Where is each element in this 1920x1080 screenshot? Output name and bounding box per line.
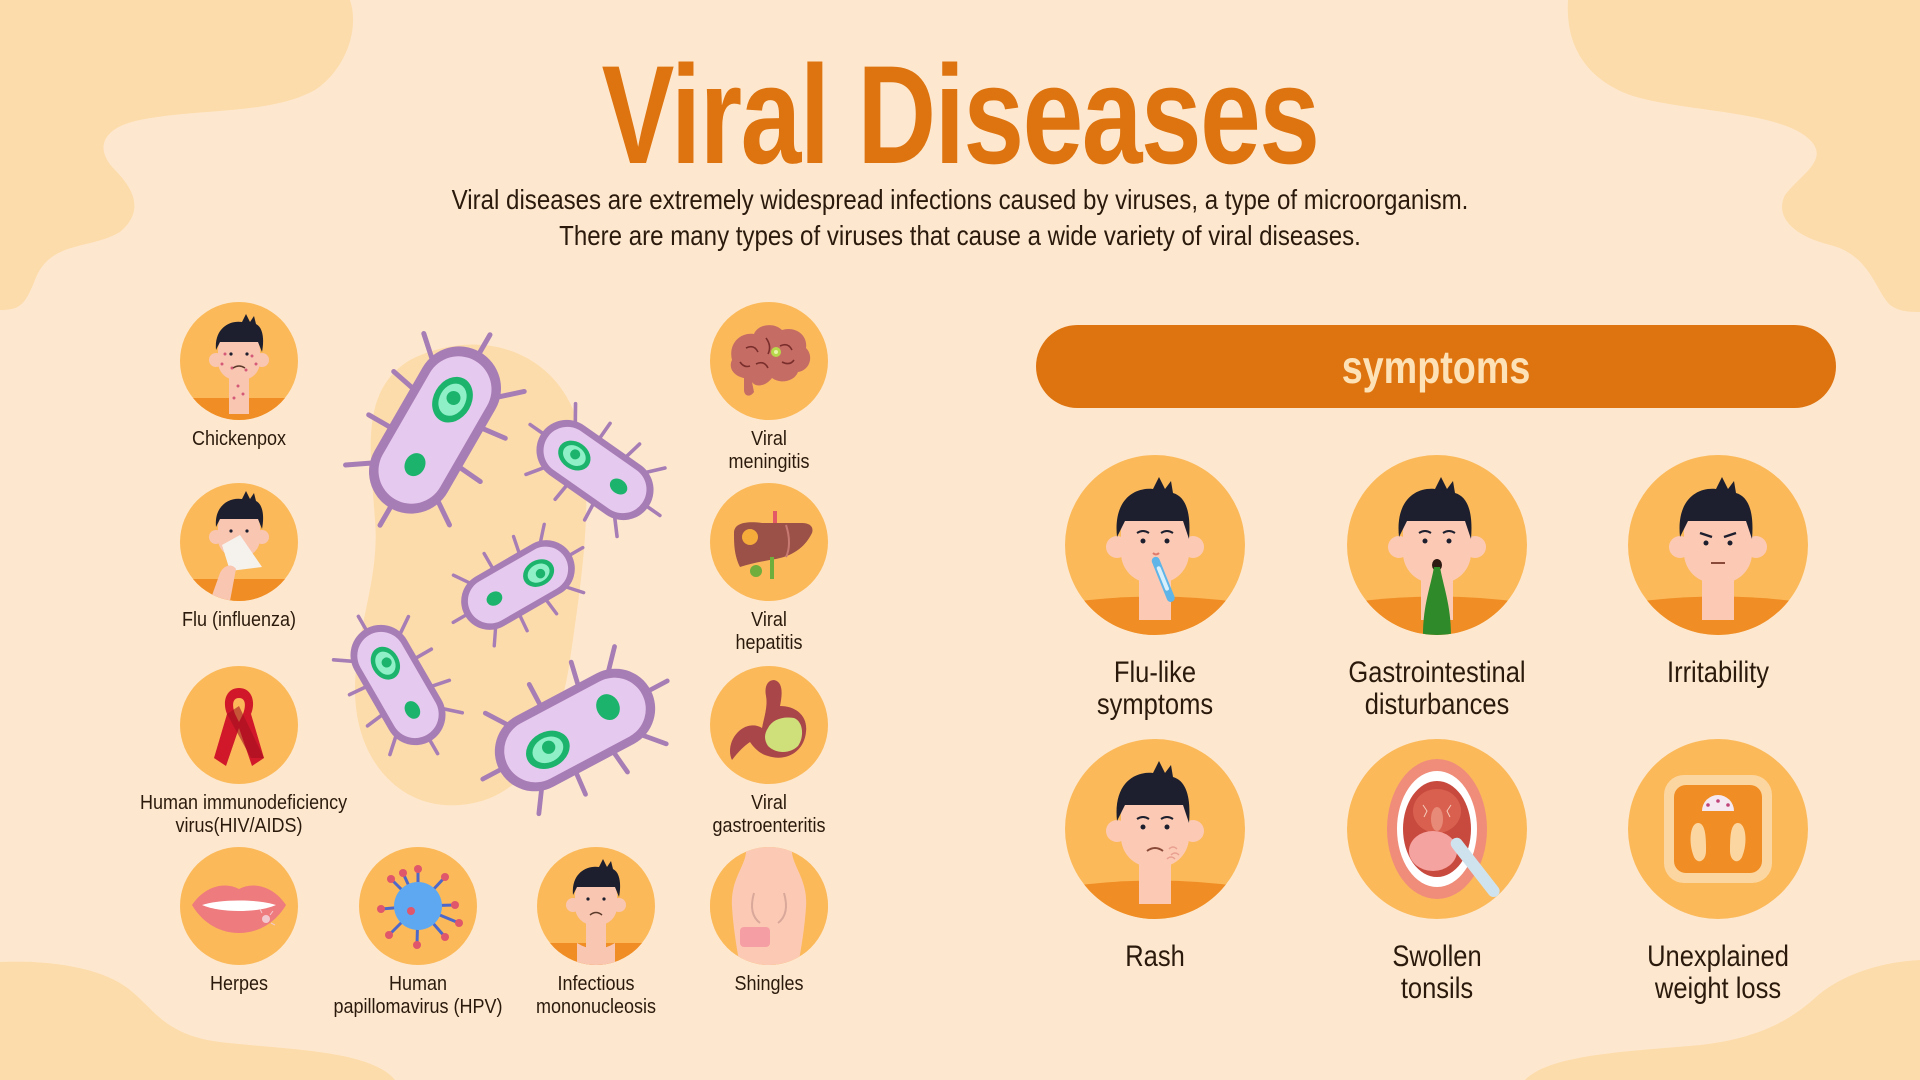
disease-label: Human papillomavirus (HPV): [333, 973, 503, 1018]
symptom-label: Flu-like symptoms: [1096, 656, 1214, 721]
symptom-label: Irritability: [1666, 656, 1769, 689]
disease-item-hepatitis: Viral hepatitis: [659, 483, 879, 655]
symptom-item-weight-loss: Unexplained weight loss: [1588, 739, 1848, 1005]
vomit-face-icon: [1347, 455, 1527, 635]
flu-tissue-face-icon: [180, 483, 298, 601]
symptom-item-swollen-tonsils: Swollen tonsils: [1307, 739, 1567, 1005]
thermometer-face-icon: [1065, 455, 1245, 635]
symptom-label: Unexplained weight loss: [1647, 940, 1789, 1005]
symptom-label: Swollen tonsils: [1392, 940, 1482, 1005]
disease-label: Viral meningitis: [728, 428, 810, 473]
virus-3: [451, 522, 586, 648]
symptom-item-gastrointestinal: Gastrointestinal disturbances: [1307, 455, 1567, 721]
brain-icon: [710, 302, 828, 420]
chickenpox-face-icon: [180, 302, 298, 420]
disease-item-hpv: Human papillomavirus (HPV): [308, 847, 528, 1019]
description-line-2: There are many types of viruses that cau…: [559, 220, 1361, 251]
virus-5: [480, 644, 670, 817]
disease-item-shingles: Shingles: [659, 847, 879, 996]
disease-item-chickenpox: Chickenpox: [129, 302, 349, 451]
virus-cluster-illustration: [331, 330, 670, 817]
symptom-label: Gastrointestinal disturbances: [1348, 656, 1526, 721]
weight-scale-icon: [1628, 739, 1808, 919]
symptom-label: Rash: [1125, 940, 1185, 973]
disease-item-gastroenteritis: Viral gastroenteritis: [659, 666, 879, 838]
disease-label: Human immunodeficiency virus(HIV/AIDS): [140, 792, 348, 837]
disease-label: Viral hepatitis: [735, 609, 803, 654]
disease-item-meningitis: Viral meningitis: [659, 302, 879, 474]
angry-face-icon: [1628, 455, 1808, 635]
back-rash-icon: [710, 847, 828, 965]
disease-label: Herpes: [209, 973, 269, 995]
symptom-item-flu-like: Flu-like symptoms: [1025, 455, 1285, 721]
disease-label: Chickenpox: [191, 428, 287, 450]
virus-2: [524, 401, 667, 539]
symptoms-heading-bar: symptoms: [1036, 325, 1836, 408]
disease-label: Flu (influenza): [181, 609, 297, 631]
rash-face-icon: [1065, 739, 1245, 919]
sad-face-icon: [537, 847, 655, 965]
disease-item-herpes: Herpes: [129, 847, 349, 996]
disease-item-flu: Flu (influenza): [129, 483, 349, 632]
page-description: Viral diseases are extremely widespread …: [134, 182, 1785, 254]
disease-label: Viral gastroenteritis: [712, 792, 826, 837]
disease-label: Infectious mononucleosis: [535, 973, 657, 1018]
description-line-1: Viral diseases are extremely widespread …: [451, 184, 1469, 215]
disease-item-mononucleosis: Infectious mononucleosis: [486, 847, 706, 1019]
symptom-item-irritability: Irritability: [1588, 455, 1848, 689]
disease-label: Shingles: [734, 973, 804, 995]
disease-item-hiv: Human immunodeficiency virus(HIV/AIDS): [129, 666, 349, 838]
symptom-item-rash: Rash: [1025, 739, 1285, 973]
lips-herpes-icon: [180, 847, 298, 965]
liver-icon: [710, 483, 828, 601]
red-ribbon-icon: [180, 666, 298, 784]
virus-1: [343, 330, 527, 528]
open-mouth-tonsils-icon: [1347, 739, 1527, 919]
page-title: Viral Diseases: [601, 36, 1320, 193]
hpv-virus-icon: [359, 847, 477, 965]
stomach-icon: [710, 666, 828, 784]
virus-4: [331, 614, 465, 757]
symptoms-heading: symptoms: [1341, 340, 1531, 393]
